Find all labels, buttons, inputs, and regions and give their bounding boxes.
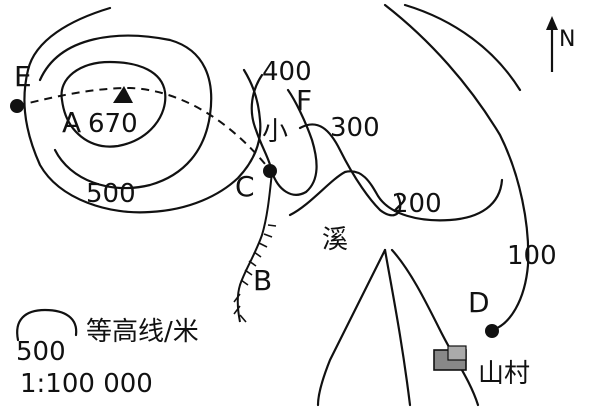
point-d-marker (485, 324, 499, 338)
contour-line-valley-right (383, 248, 412, 407)
point-d-label: D (468, 286, 490, 319)
village-label: 山村 (478, 359, 530, 389)
contour-line-valley-left (316, 248, 387, 407)
legend-caption: 等高线/米 (86, 317, 199, 347)
point-f-label: F (296, 84, 312, 117)
contour-label-300: 300 (330, 113, 380, 143)
point-e-label: E (14, 60, 32, 93)
stream-label-xiao: 小 (262, 117, 288, 147)
point-b-label: B (253, 264, 272, 297)
route-dashed (16, 86, 271, 171)
contour-line-outer (23, 6, 262, 214)
contour-line-200 (288, 170, 504, 222)
stream-line (236, 171, 273, 323)
point-a-elevation: 670 (88, 109, 138, 139)
legend-contour-sample (16, 308, 78, 342)
point-c-marker (263, 164, 277, 178)
stream-hachures (233, 224, 277, 323)
legend-sample-value: 500 (16, 337, 66, 367)
contour-label-100: 100 (507, 241, 557, 271)
point-c-label: C (235, 170, 255, 203)
contour-line-400 (250, 73, 318, 196)
contour-line-100 (383, 3, 530, 332)
contour-label-500: 500 (86, 179, 136, 209)
contour-label-400: 400 (262, 57, 312, 87)
north-label: N (559, 27, 575, 52)
legend-scale: 1:100 000 (20, 369, 153, 399)
contour-line-upper-right (403, 3, 522, 92)
village-icon (433, 345, 467, 371)
contour-line-lower-mid (390, 248, 480, 407)
contour-line-300 (298, 123, 402, 217)
point-e-marker (10, 99, 24, 113)
contour-label-200: 200 (392, 189, 442, 219)
stream-label-xi: 溪 (322, 225, 348, 255)
peak-triangle-icon (113, 86, 133, 103)
contour-line-summit (60, 60, 167, 148)
north-arrow-icon (546, 16, 558, 72)
point-a-label: A (62, 106, 81, 139)
